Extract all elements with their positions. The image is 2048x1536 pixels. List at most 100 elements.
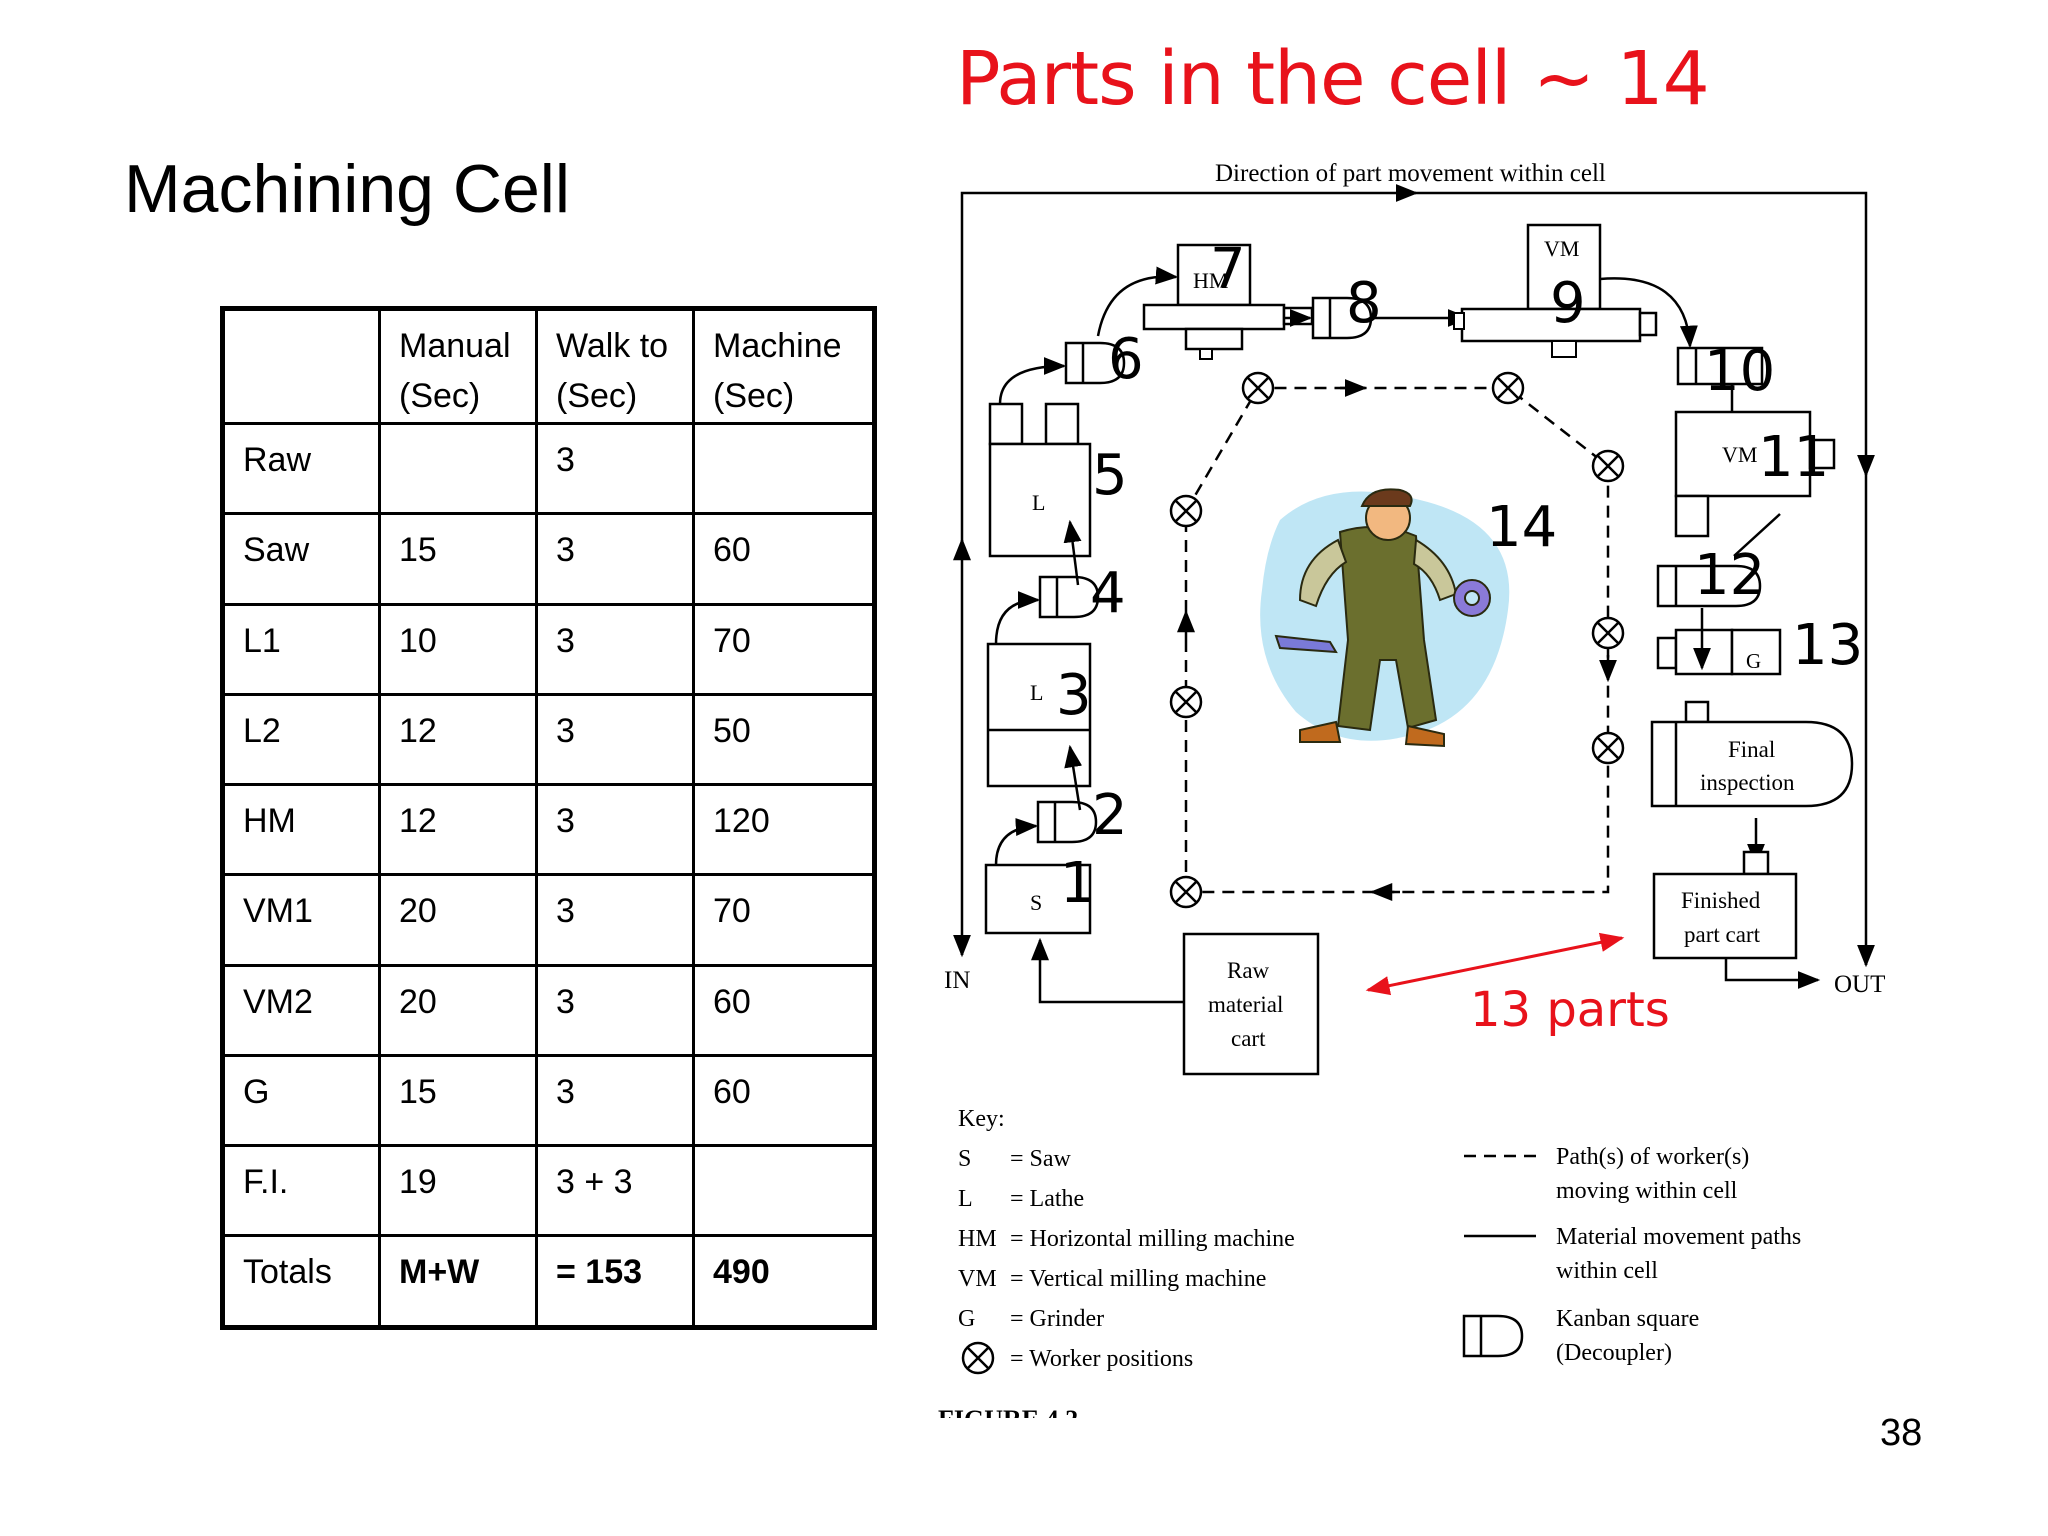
- key-title: Key:: [958, 1106, 1005, 1132]
- svg-text:inspection: inspection: [1700, 770, 1795, 795]
- svg-text:S: S: [1030, 890, 1042, 915]
- worker-position-4: [1169, 494, 1203, 528]
- table-cell: 60: [692, 512, 876, 606]
- vertical-milling-machine-2: VM: [1674, 410, 1836, 538]
- svg-text:part cart: part cart: [1684, 922, 1761, 947]
- cycle-time-table: Manual(Sec) Walk to(Sec) Machine(Sec) Ra…: [220, 306, 877, 1330]
- svg-text:Final: Final: [1728, 737, 1775, 762]
- parts-annotation-arrow: [1365, 932, 1625, 996]
- table-row-label: G: [221, 1053, 381, 1148]
- table-cell: 20: [378, 873, 538, 967]
- part-number-7: 7: [1210, 237, 1246, 302]
- table-cell: [378, 421, 538, 516]
- key-worker-position-icon: [961, 1341, 995, 1375]
- table-cell: 490: [692, 1234, 876, 1329]
- svg-text:Finished: Finished: [1681, 888, 1761, 913]
- table-cell: 70: [692, 873, 876, 967]
- part-number-1: 1: [1060, 851, 1096, 916]
- table-row: Raw 3: [221, 421, 876, 516]
- kanban-square-12: [1656, 564, 1762, 608]
- table-cell: M+W: [378, 1234, 538, 1329]
- table-header-corner: [221, 307, 381, 425]
- svg-text:L: L: [958, 1186, 973, 1212]
- part-number-12: 12: [1694, 543, 1765, 608]
- svg-text:= Worker positions: = Worker positions: [1010, 1346, 1193, 1372]
- raw-material-cart: Raw material cart: [1182, 932, 1320, 1076]
- table-header-manual: Manual(Sec): [378, 307, 538, 425]
- part-number-14: 14: [1486, 495, 1557, 560]
- finished-part-cart: Finished part cart: [1652, 850, 1798, 960]
- svg-text:(Decoupler): (Decoupler): [1556, 1340, 1672, 1366]
- table-cell: 50: [692, 692, 876, 787]
- worker-position-3: [1591, 449, 1625, 483]
- part-number-11: 11: [1758, 425, 1829, 490]
- part-number-9: 9: [1550, 271, 1586, 336]
- table-row-label: VM2: [221, 963, 381, 1057]
- svg-text:within cell: within cell: [1556, 1258, 1658, 1284]
- table-cell: 15: [378, 512, 538, 606]
- table-header-machine: Machine(Sec): [692, 307, 876, 425]
- table-cell: 3: [535, 421, 695, 516]
- svg-text:S: S: [958, 1146, 971, 1172]
- direction-label: Direction of part movement within cell: [1215, 160, 1606, 187]
- vertical-milling-machine-1: VM: [1453, 223, 1658, 358]
- key-kanban-icon: [1462, 1314, 1524, 1358]
- table-cell: 3: [535, 963, 695, 1057]
- table-cell: 60: [692, 963, 876, 1057]
- svg-text:Raw: Raw: [1227, 958, 1270, 983]
- svg-text:= Horizontal milling machine: = Horizontal milling machine: [1010, 1226, 1295, 1252]
- outer-material-path: [953, 184, 1875, 968]
- svg-text:HM: HM: [1193, 268, 1228, 293]
- worker-position-2: [1491, 371, 1525, 405]
- table-header-walk: Walk to(Sec): [535, 307, 695, 425]
- table-cell: 3: [535, 512, 695, 606]
- part-number-6: 6: [1108, 327, 1144, 392]
- svg-text:moving within cell: moving within cell: [1556, 1178, 1738, 1204]
- lathe-1: L: [988, 402, 1092, 558]
- table-cell: 3: [535, 1053, 695, 1148]
- worker-position-6: [1169, 685, 1203, 719]
- part-number-10: 10: [1704, 339, 1775, 404]
- svg-text:= Saw: = Saw: [1010, 1146, 1072, 1172]
- svg-text:cart: cart: [1231, 1026, 1266, 1051]
- part-number-13: 13: [1792, 613, 1863, 678]
- table-row-label: VM1: [221, 873, 381, 967]
- table-cell: 20: [378, 963, 538, 1057]
- worker-position-1: [1241, 371, 1275, 405]
- table-row-label: Totals: [221, 1234, 381, 1329]
- svg-text:VM: VM: [958, 1266, 997, 1292]
- table-cell: 10: [378, 602, 538, 696]
- part-number-2: 2: [1092, 783, 1128, 848]
- worker-position-7: [1591, 731, 1625, 765]
- svg-text:= Vertical milling machine: = Vertical milling machine: [1010, 1266, 1266, 1292]
- table-cell: 3: [535, 873, 695, 967]
- part-number-5: 5: [1092, 443, 1128, 508]
- out-label: OUT: [1834, 971, 1885, 998]
- table-cell: 15: [378, 1053, 538, 1148]
- table-row-label: Raw: [221, 421, 381, 516]
- page-number: 38: [1880, 1412, 1923, 1454]
- svg-text:Path(s) of worker(s): Path(s) of worker(s): [1556, 1144, 1749, 1170]
- table-cell: = 153: [535, 1234, 695, 1329]
- svg-text:L: L: [1032, 490, 1045, 515]
- table-cell: [692, 1143, 876, 1238]
- svg-text:G: G: [1746, 649, 1761, 673]
- grinder-machine: G: [1656, 628, 1782, 676]
- in-label: IN: [944, 967, 970, 994]
- table-cell: 120: [692, 782, 876, 877]
- figure-caption: FIGURE 4.2: [938, 1405, 1078, 1434]
- saw-machine: S: [984, 863, 1092, 935]
- worker-clipart-icon: [1260, 488, 1510, 748]
- part-number-8: 8: [1346, 271, 1382, 336]
- svg-text:Kanban square: Kanban square: [1556, 1306, 1699, 1332]
- table-cell: 19: [378, 1143, 538, 1238]
- table-row-label: F.I.: [221, 1143, 381, 1238]
